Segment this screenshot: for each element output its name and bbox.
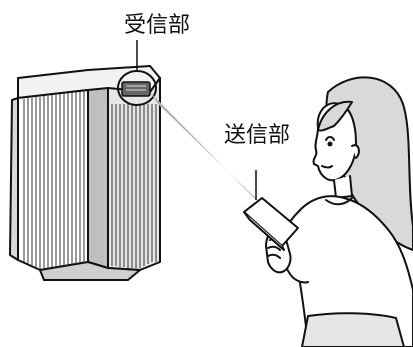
- center-column: [87, 87, 109, 269]
- woman-figure: [265, 76, 413, 347]
- eye: [325, 136, 335, 141]
- skirt: [301, 312, 405, 347]
- transmitter-label: 送信部: [224, 123, 290, 148]
- remote-control: [243, 197, 299, 251]
- mouth: [321, 165, 333, 169]
- receiver-window: [117, 70, 157, 106]
- receiver-label: 受信部: [124, 13, 190, 38]
- infrared-beam: [150, 92, 268, 210]
- grille-slats: [23, 91, 157, 269]
- receiver-highlight-circle: [117, 70, 157, 106]
